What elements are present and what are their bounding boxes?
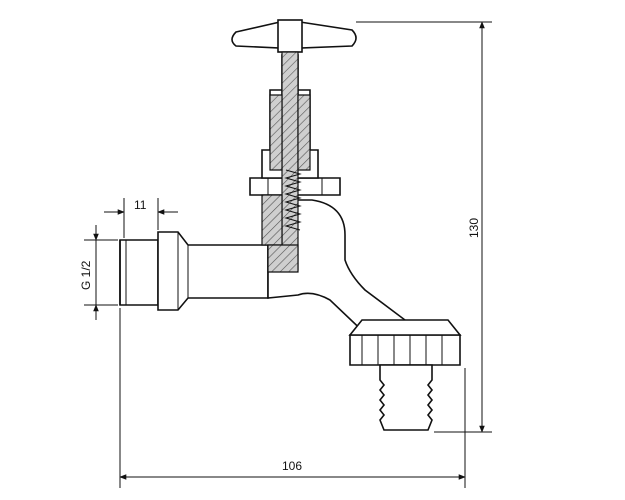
dimension-label-height: 130 xyxy=(467,218,481,238)
dimension-top-width xyxy=(104,198,178,238)
handle-hub xyxy=(277,19,303,53)
valve-body xyxy=(119,19,407,342)
dimension-length xyxy=(119,308,466,488)
section-cutaway xyxy=(261,51,311,273)
dimension-label-thread: G 1/2 xyxy=(79,260,93,290)
cross-handle-left xyxy=(231,20,281,49)
inlet-shaft xyxy=(157,231,269,311)
dimension-thread xyxy=(84,225,118,320)
outlet-nozzle xyxy=(348,319,462,431)
hose-barb xyxy=(378,364,434,431)
dimension-label-top-width: 11 xyxy=(134,198,147,212)
cross-handle-right xyxy=(299,21,357,49)
coupling-nut xyxy=(349,334,461,366)
dimension-height xyxy=(356,21,492,433)
spring xyxy=(284,169,302,231)
dimension-label-length: 106 xyxy=(282,459,302,473)
body-housing xyxy=(267,199,407,342)
